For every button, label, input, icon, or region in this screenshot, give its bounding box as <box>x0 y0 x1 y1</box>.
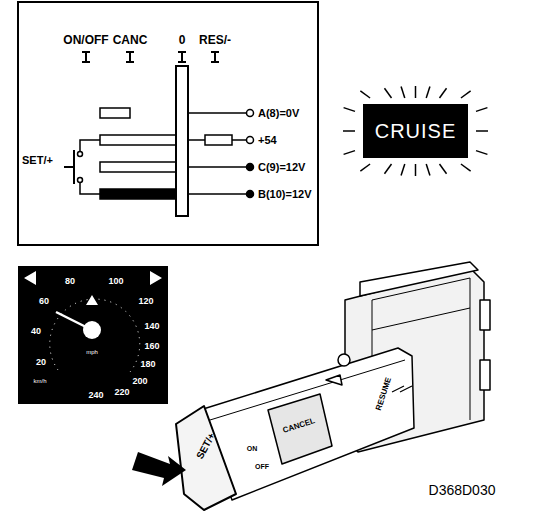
switch-position: RES/- <box>199 34 231 46</box>
indicator-lamp: CRUISE <box>363 104 468 158</box>
scale-number: 220 <box>114 388 129 397</box>
unit-label: km/h <box>33 378 46 384</box>
switch-position: OFF <box>255 463 269 470</box>
pointer-arrow <box>132 452 186 486</box>
switch-position: 0 <box>179 34 186 46</box>
lamp-text: CRUISE <box>375 120 457 143</box>
scale-number: 100 <box>108 277 123 286</box>
scale-number: 180 <box>140 360 155 369</box>
set-pushbutton <box>64 140 100 194</box>
position-ticks <box>82 52 219 62</box>
speedometer <box>18 266 168 404</box>
pin-signal: C(9)=12V <box>258 162 305 173</box>
cruise-control-stalk <box>176 262 490 510</box>
unit-label: mph <box>86 349 98 355</box>
scale-number: 40 <box>31 327 41 336</box>
switch-position: ON <box>247 445 258 452</box>
button-name: SET/+ <box>22 155 53 166</box>
lamp-rays <box>343 86 488 176</box>
switch-position: CANC <box>113 34 148 46</box>
scale-number: 200 <box>132 377 147 386</box>
scale-number: 140 <box>144 322 159 331</box>
scale-number: 120 <box>138 297 153 306</box>
switch-contacts <box>100 66 254 216</box>
scale-number: 80 <box>65 277 75 286</box>
scale-number: 20 <box>36 358 46 367</box>
scale-number: 60 <box>39 297 49 306</box>
switch-position: ON/OFF <box>63 34 108 46</box>
scale-number: 240 <box>88 391 103 400</box>
pin-signal: A(8)=0V <box>258 108 299 119</box>
pin-signal: +54 <box>258 135 277 146</box>
scale-number: 160 <box>144 342 159 351</box>
pin-signal: B(10)=12V <box>258 189 312 200</box>
schematic-frame <box>18 2 318 245</box>
figure-code: D368D030 <box>429 483 496 497</box>
